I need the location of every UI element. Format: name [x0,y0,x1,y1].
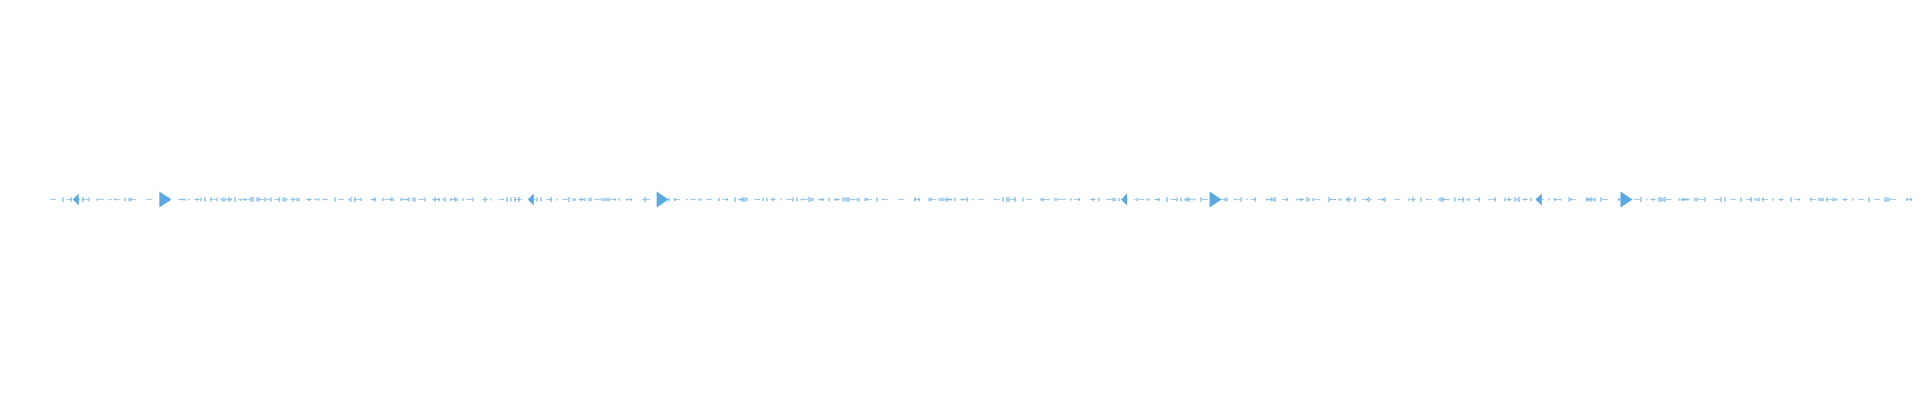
waveform-burst [1121,192,1222,208]
waveform-burst [73,192,172,208]
waveform-noise [62,196,1912,203]
waveform-burst [1536,192,1633,208]
noise-specks [62,196,1912,203]
waveform-bursts [73,192,1633,208]
